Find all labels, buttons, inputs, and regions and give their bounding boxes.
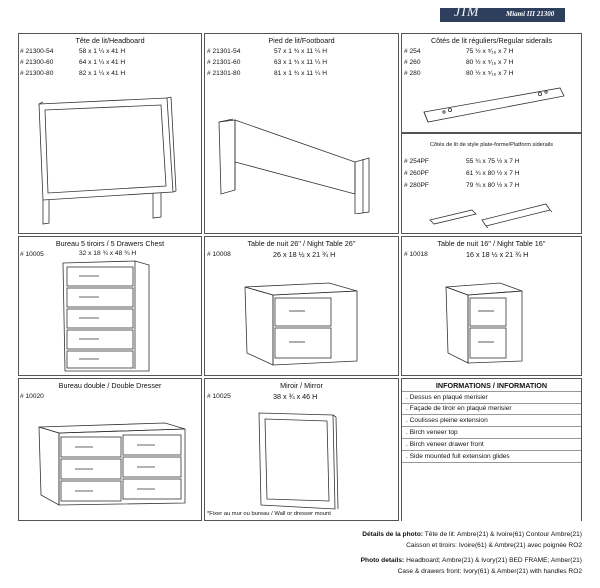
photo-details-en-line1: Headboard; Ambre(21) & Ivory(21) BED FRA… (406, 557, 582, 564)
mirror-panel: Miroir / Mirror # 10025 38 x ¾ x 46 H *F… (204, 378, 399, 521)
siderails-dims-1: 75 ½ x ⁵⁄₁₆ x 7 H (466, 48, 514, 55)
headboard-panel: Tête de lit/Headboard # 21300-54 58 x 1 … (18, 33, 202, 234)
night16-code: # 10018 (404, 251, 428, 258)
mirror-dims: 38 x ¾ x 46 H (273, 392, 318, 401)
siderails-panel: Côtés de lit réguliers/Regular siderails… (401, 33, 582, 133)
chest-dims: 32 x 18 ¾ x 48 ¾ H (79, 250, 137, 257)
footboard-dims-2: 63 x 1 ¾ x 11 ¼ H (274, 59, 328, 66)
photo-details-en-line2: Case & drawers front: Ivory(61) & Amber(… (397, 568, 582, 575)
night26-title: Table de nuit 26'' / Night Table 26'' (247, 239, 356, 248)
headboard-drawing (38, 96, 177, 225)
footboard-panel: Pied de lit/Footboard # 21301-54 57 x 1 … (204, 33, 399, 234)
photo-details-fr-line2: Caisson et tiroirs: Ivoire(61) & Ambre(2… (406, 542, 582, 549)
mirror-code: # 10025 (207, 393, 231, 400)
mirror-drawing (258, 412, 339, 510)
headboard-dims-2: 64 x 1 ¼ x 41 H (79, 59, 126, 66)
platform-dims-3: 79 ¾ x 80 ½ x 7 H (466, 182, 520, 189)
siderails-dims-2: 80 ½ x ⁵⁄₁₆ x 7 H (466, 59, 514, 66)
footboard-code-1: # 21301-54 (207, 48, 241, 55)
siderails-title: Côtés de lit réguliers/Regular siderails (430, 36, 553, 45)
night16-panel: Table de nuit 16'' / Night Table 16'' # … (401, 236, 582, 376)
dresser-panel: Bureau double / Double Dresser # 10020 (18, 378, 202, 521)
chest-code: # 10005 (20, 251, 44, 258)
siderails-code-2: # 260 (404, 59, 421, 66)
siderails-code-1: # 254 (404, 48, 421, 55)
headboard-code-3: # 21300-80 (20, 70, 54, 77)
dresser-title: Bureau double / Double Dresser (58, 381, 162, 390)
siderails-dims-3: 80 ½ x ⁵⁄₁₆ x 7 H (466, 70, 514, 77)
footboard-code-3: # 21301-80 (207, 70, 241, 77)
night26-panel: Table de nuit 26'' / Night Table 26'' # … (204, 236, 399, 376)
photo-details-en-1: Photo details: Headboard; Ambre(21) & Iv… (361, 557, 582, 564)
headboard-title: Tête de lit/Headboard (75, 36, 145, 45)
night26-drawing (244, 282, 358, 366)
night16-drawing (445, 282, 523, 364)
chest-drawing (62, 260, 150, 372)
night26-dims: 26 x 18 ½ x 21 ¾ H (273, 250, 336, 259)
info-line-2: . Façade de tiroir en plaqué merisier (402, 403, 581, 415)
photo-details-fr-line1: Tête de lit: Ambre(21) & Ivoire(61) Cont… (424, 531, 582, 538)
photo-details-fr-1: Détails de la photo: Tête de lit: Ambre(… (362, 531, 582, 538)
chest-title: Bureau 5 tiroirs / 5 Drawers Chest (55, 239, 165, 248)
collection-name: Miami III 21300 (506, 10, 555, 18)
footboard-drawing (218, 118, 370, 214)
info-line-3: . Coulisses pleine extension (402, 415, 581, 427)
platform-title: Côtés de lit de style plate-forme/Platfo… (429, 142, 554, 148)
chest-panel: Bureau 5 tiroirs / 5 Drawers Chest # 100… (18, 236, 202, 376)
mirror-title: Miroir / Mirror (280, 381, 323, 390)
platform-code-1: # 254PF (404, 158, 429, 165)
night16-title: Table de nuit 16'' / Night Table 16'' (437, 239, 546, 248)
brand-logo-text: JIM (454, 5, 480, 20)
headboard-code-1: # 21300-54 (20, 48, 54, 55)
night16-dims: 16 x 18 ½ x 21 ¾ H (466, 250, 529, 259)
info-line-4: . Birch veneer top (402, 427, 581, 439)
info-panel: INFORMATIONS / INFORMATION . Dessus en p… (401, 378, 582, 521)
headboard-code-2: # 21300-60 (20, 59, 54, 66)
platform-dims-2: 61 ¾ x 80 ½ x 7 H (466, 170, 520, 177)
brand-logo (440, 8, 565, 22)
platform-code-3: # 280PF (404, 182, 429, 189)
footboard-dims-1: 57 x 1 ¾ x 11 ¼ H (274, 48, 328, 55)
info-line-6: . Side mounted full extension glides (402, 451, 581, 463)
mirror-note: *Fixer au mur ou bureau / Wall or dresse… (207, 511, 331, 517)
siderails-code-3: # 280 (404, 70, 421, 77)
footboard-dims-3: 81 x 1 ¾ x 11 ¼ H (274, 70, 328, 77)
night26-code: # 10008 (207, 251, 231, 258)
footboard-title: Pied de lit/Footboard (268, 36, 335, 45)
info-line-1: . Dessus en plaqué merisier (402, 391, 581, 404)
headboard-dims-3: 82 x 1 ¼ x 41 H (79, 70, 126, 77)
headboard-dims-1: 58 x 1 ¼ x 41 H (79, 48, 126, 55)
dresser-code: # 10020 (20, 393, 44, 400)
platform-dims-1: 55 ¾ x 75 ½ x 7 H (466, 158, 520, 165)
platform-panel: Côtés de lit de style plate-forme/Platfo… (401, 133, 582, 234)
siderail-drawing (423, 87, 565, 123)
info-title: INFORMATIONS / INFORMATION (435, 381, 548, 390)
info-line-5: . Birch veneer drawer front (402, 439, 581, 451)
platform-code-2: # 260PF (404, 170, 429, 177)
footboard-code-2: # 21301-60 (207, 59, 241, 66)
dresser-drawing (38, 422, 186, 506)
platform-rail-drawing (429, 203, 553, 229)
photo-details-fr-label: Détails de la photo: (362, 531, 424, 538)
photo-details-en-label: Photo details: (360, 557, 405, 564)
